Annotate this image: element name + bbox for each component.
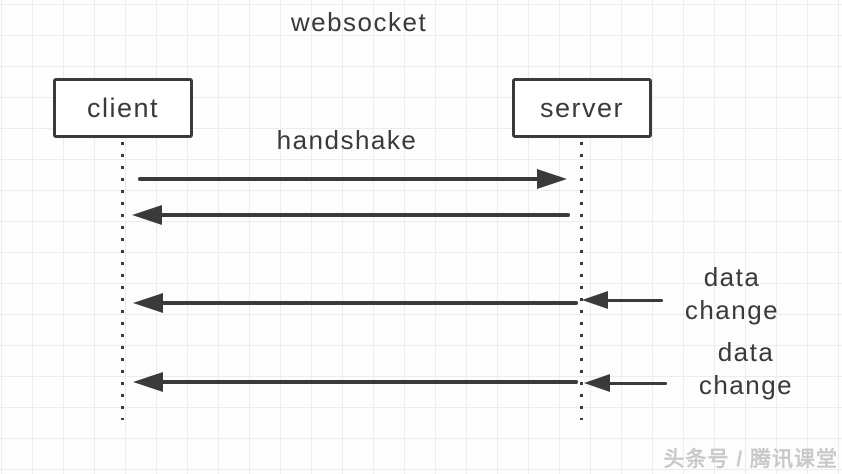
lifeline-server: [580, 142, 583, 420]
watermark-text: 头条号 / 腾讯课堂: [663, 448, 838, 471]
arrow-shaft: [159, 380, 578, 384]
diagram-title: websocket: [290, 7, 428, 37]
data-change-1-line2: change: [684, 295, 780, 325]
data-change-1-line1: data: [703, 262, 761, 292]
arrowhead-left-icon: [582, 291, 608, 309]
arrowhead-left-icon: [133, 293, 163, 313]
arrow-shaft: [159, 301, 578, 305]
arrow-shaft: [138, 177, 540, 181]
actor-label-client: client: [86, 92, 160, 123]
arrowhead-left-icon: [584, 374, 610, 392]
actor-box-server: server: [512, 78, 652, 138]
arrowhead-left-icon: [133, 372, 163, 392]
actor-box-client: client: [53, 78, 193, 138]
data-change-2-line2: change: [698, 370, 794, 400]
handshake-label: handshake: [276, 125, 418, 155]
arrow-shaft: [608, 382, 667, 385]
actor-label-server: server: [539, 92, 624, 123]
arrowhead-right-icon: [537, 169, 567, 189]
arrow-shaft: [160, 213, 570, 217]
data-change-2-line1: data: [717, 337, 775, 367]
arrow-shaft: [606, 299, 663, 302]
lifeline-client: [121, 142, 124, 420]
data-change-1-label: data change: [652, 261, 812, 327]
data-change-2-label: data change: [666, 336, 826, 402]
arrowhead-left-icon: [132, 205, 162, 225]
